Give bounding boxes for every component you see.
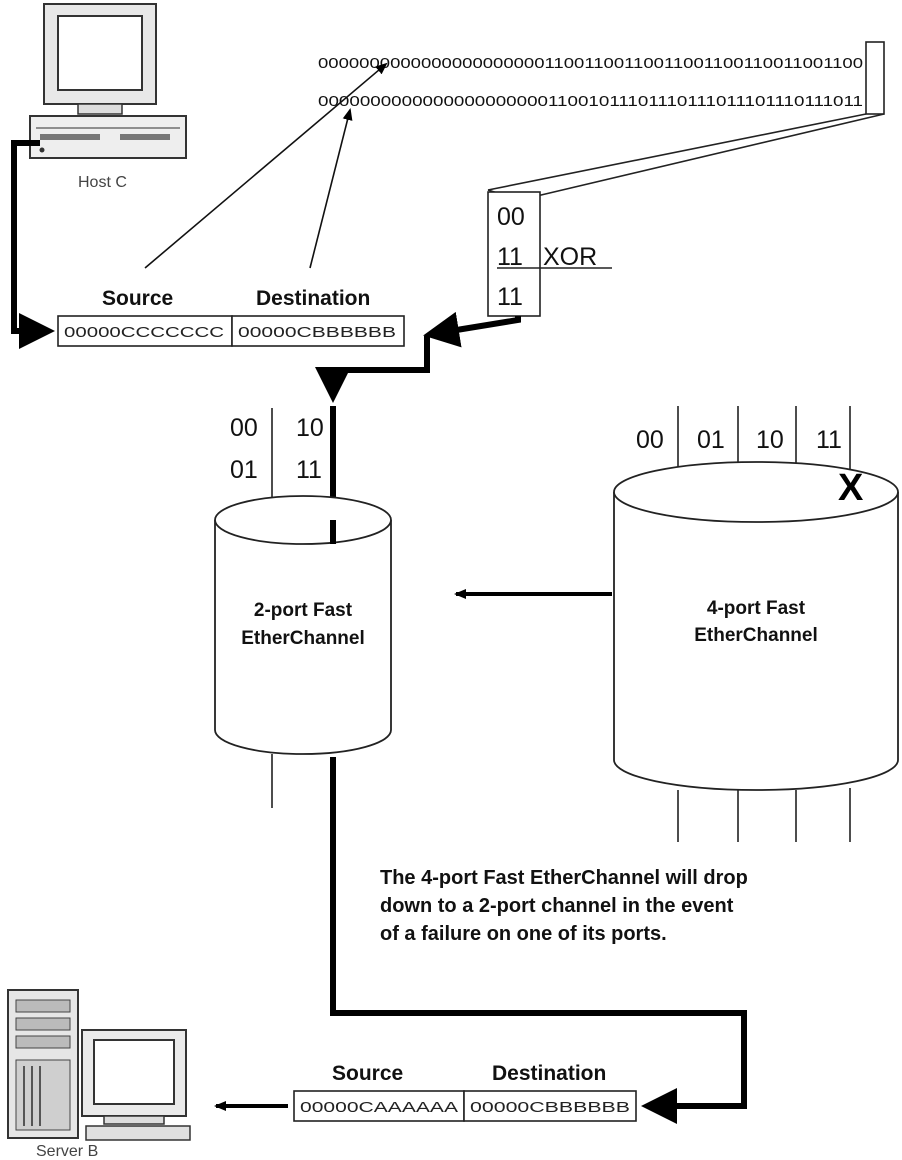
top-source-mac: 00000CCCCCCC (64, 324, 224, 341)
server-b-icon (8, 990, 190, 1140)
bottom-source-header: Source (332, 1062, 403, 1085)
xor-label: XOR (543, 243, 597, 271)
two-port-label-01: 01 (230, 456, 258, 484)
port-failure-x-icon: X (838, 467, 864, 509)
xor-row-1: 00 (497, 203, 525, 231)
xor-to-frame-arrow (432, 316, 518, 334)
four-port-label-10: 10 (756, 426, 784, 454)
source-to-bits-arrow (145, 64, 386, 268)
caption-line-2: down to a 2-port channel in the event (380, 895, 734, 917)
source-bits-string: 0000000000000000000000110011001100110011… (318, 55, 863, 72)
four-port-label-01: 01 (697, 426, 725, 454)
bottom-destination-header: Destination (492, 1062, 606, 1085)
two-port-label-00: 00 (230, 414, 258, 442)
top-destination-header: Destination (256, 287, 370, 310)
host-c-label: Host C (78, 174, 127, 191)
two-port-channel-cylinder (215, 496, 391, 754)
four-port-bottom-lines (678, 788, 850, 842)
server-b-label: Server B (36, 1143, 98, 1160)
two-port-channel-label-line1: 2-port Fast (254, 600, 353, 621)
caption-line-1: The 4-port Fast EtherChannel will drop (380, 867, 748, 889)
two-port-label-10: 10 (296, 414, 324, 442)
four-port-label-11: 11 (816, 426, 842, 454)
top-destination-mac: 00000CBBBBBB (238, 324, 396, 341)
two-port-channel-label-line2: EtherChannel (241, 628, 365, 649)
top-source-header: Source (102, 287, 173, 310)
caption-line-3: of a failure on one of its ports. (380, 923, 667, 945)
xor-row-3: 11 (497, 283, 523, 311)
destination-to-bits-arrow (310, 110, 350, 268)
two-port-label-11: 11 (296, 456, 322, 484)
four-port-label-00: 00 (636, 426, 664, 454)
four-port-channel-label-line2: EtherChannel (694, 625, 818, 646)
four-port-channel-label-line1: 4-port Fast (707, 598, 806, 619)
bottom-source-mac: 00000CAAAAAA (300, 1099, 458, 1116)
host-c-to-frame-path (14, 143, 46, 331)
host-c-computer-icon (30, 4, 186, 158)
bottom-destination-mac: 00000CBBBBBB (470, 1099, 630, 1116)
xor-row-2: 11 (497, 243, 523, 271)
destination-bits-string: 0000000000000000000000110010111011101110… (318, 93, 863, 110)
